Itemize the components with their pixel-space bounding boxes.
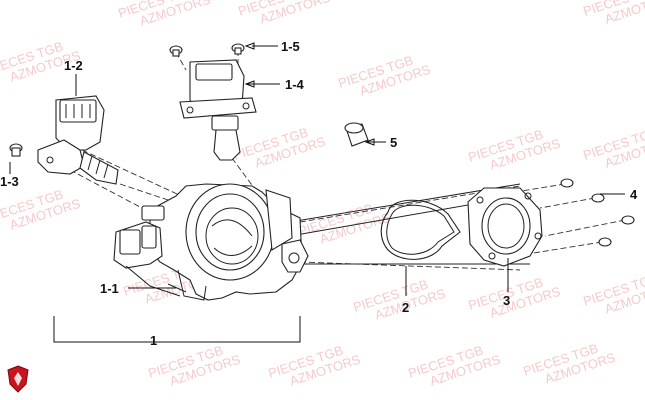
watermark: PIECES TGB AZMOTORS <box>336 53 432 99</box>
screws-part-4 <box>560 178 635 247</box>
watermark: PIECES TGB AZMOTORS <box>581 271 645 317</box>
label-part-1-3: 1-3 <box>0 174 19 189</box>
watermark: PIECES TGB AZMOTORS <box>231 125 327 171</box>
watermark: PIECES TGB AZMOTORS <box>0 187 83 233</box>
label-part-1-4: 1-4 <box>285 77 305 92</box>
label-part-1: 1 <box>150 333 157 348</box>
cap-part-5 <box>344 122 369 147</box>
watermark: PIECES TGB AZMOTORS <box>296 201 392 247</box>
watermark: PIECES TGB AZMOTORS <box>116 0 212 29</box>
throttle-position-sensor <box>113 221 187 297</box>
watermark: PIECES TGB AZMOTORS <box>581 0 645 27</box>
shield-logo-icon <box>7 365 29 393</box>
label-part-4: 4 <box>630 187 638 202</box>
watermark: PIECES TGB AZMOTORS <box>466 275 562 321</box>
label-part-1-1: 1-1 <box>100 281 119 296</box>
intake-flange <box>467 187 543 267</box>
label-part-3: 3 <box>503 293 510 308</box>
idle-air-control-valve <box>179 59 257 161</box>
label-part-1-5: 1-5 <box>281 39 300 54</box>
label-part-2: 2 <box>402 300 409 315</box>
watermark: PIECES TGB AZMOTORS <box>581 125 645 171</box>
watermark: PIECES TGB AZMOTORS <box>521 341 617 387</box>
label-part-1-2: 1-2 <box>64 58 83 73</box>
leader-lines <box>9 42 625 343</box>
watermark: PIECES TGB AZMOTORS <box>406 343 502 389</box>
screw-1-3 <box>9 143 23 157</box>
intake-air-temp-sensor <box>37 95 119 185</box>
o-ring-gasket <box>380 199 461 260</box>
watermark: PIECES TGB AZMOTORS <box>351 277 447 323</box>
watermark: PIECES TGB AZMOTORS <box>466 127 562 173</box>
part-labels: 1-5 1-4 1-2 1-3 5 4 1-1 2 3 1 <box>0 39 638 348</box>
label-part-5: 5 <box>390 135 397 150</box>
watermark: PIECES TGB AZMOTORS <box>266 343 362 389</box>
watermark: PIECES TGB AZMOTORS <box>236 0 332 27</box>
watermark: PIECES TGB AZMOTORS <box>146 343 242 389</box>
screw-1-5 <box>169 43 245 57</box>
throttle-body <box>141 183 309 301</box>
